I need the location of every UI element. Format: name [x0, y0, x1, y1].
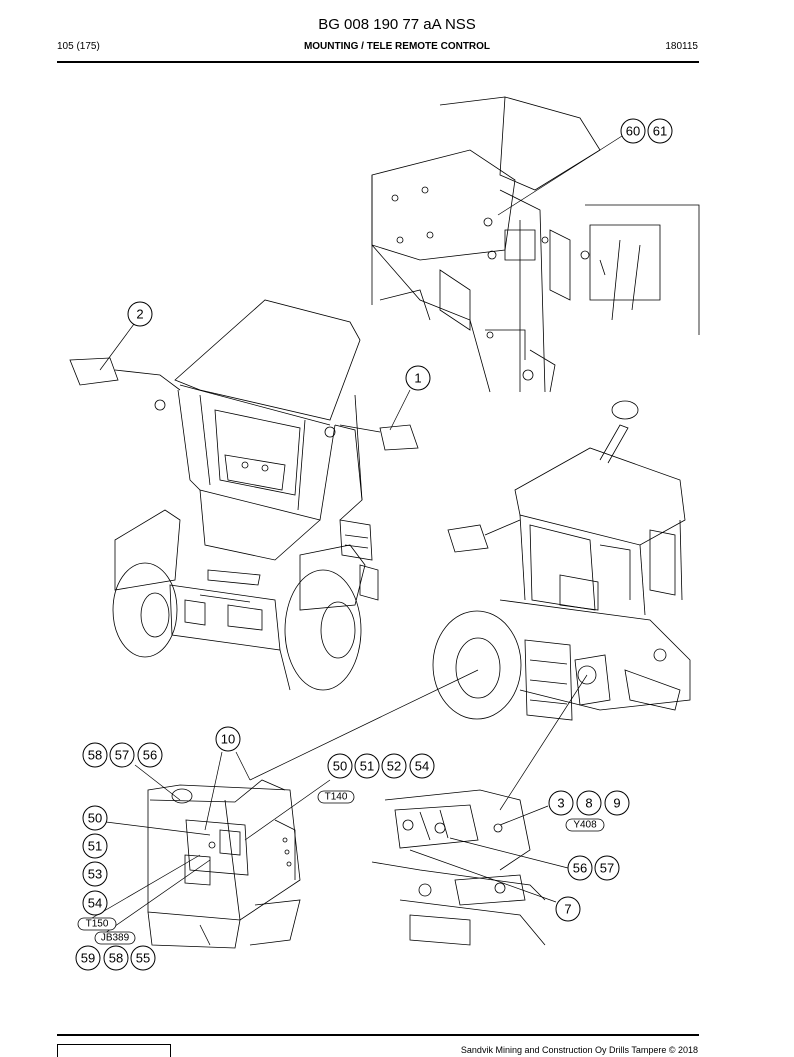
callout-56-right: 56: [573, 861, 587, 876]
footer-copyright: Sandvik Mining and Construction Oy Drill…: [460, 1045, 698, 1055]
tag-y408: Y408: [573, 820, 597, 831]
sandvik-logo: [57, 1044, 171, 1057]
callout-58-top: 58: [88, 748, 102, 763]
callout-57-top: 57: [115, 748, 129, 763]
callout-54-top: 54: [415, 759, 429, 774]
footer-rule: [57, 1034, 699, 1036]
callout-8: 8: [585, 796, 592, 811]
vehicle-left-view: [69, 299, 419, 691]
document-title: BG 008 190 77 aA NSS: [318, 16, 476, 33]
tag-t140: T140: [325, 792, 348, 803]
detail-cab-corner: [371, 96, 700, 393]
header-rule: [57, 61, 699, 63]
callout-51-top: 51: [360, 759, 374, 774]
callout-58-bottom: 58: [109, 951, 123, 966]
detail-bottom-left: [147, 779, 301, 949]
callout-3: 3: [557, 796, 564, 811]
vehicle-right-view: [432, 400, 691, 721]
callout-52: 52: [387, 759, 401, 774]
page-number: 105 (175): [57, 41, 100, 52]
callout-51-left: 51: [88, 839, 102, 854]
tag-t150: T150: [86, 919, 109, 930]
section-title: MOUNTING / TELE REMOTE CONTROL: [303, 41, 491, 52]
callout-53: 53: [88, 867, 102, 882]
callout-55: 55: [136, 951, 150, 966]
callout-61: 61: [653, 124, 667, 139]
callout-7: 7: [564, 902, 571, 917]
callout-50-top: 50: [333, 759, 347, 774]
callout-10: 10: [221, 732, 235, 747]
document-date: 180115: [665, 41, 698, 52]
callout-1: 1: [414, 371, 421, 386]
leader-lines: [79, 135, 623, 939]
callout-54-left: 54: [88, 896, 102, 911]
detail-bottom-right: [371, 789, 546, 946]
callout-57-right: 57: [600, 861, 614, 876]
callout-56-top: 56: [143, 748, 157, 763]
callout-60: 60: [626, 124, 640, 139]
callout-50-left: 50: [88, 811, 102, 826]
callout-2: 2: [136, 307, 143, 322]
callout-9: 9: [613, 796, 620, 811]
tag-jb389: JB389: [101, 933, 130, 944]
callout-59: 59: [81, 951, 95, 966]
